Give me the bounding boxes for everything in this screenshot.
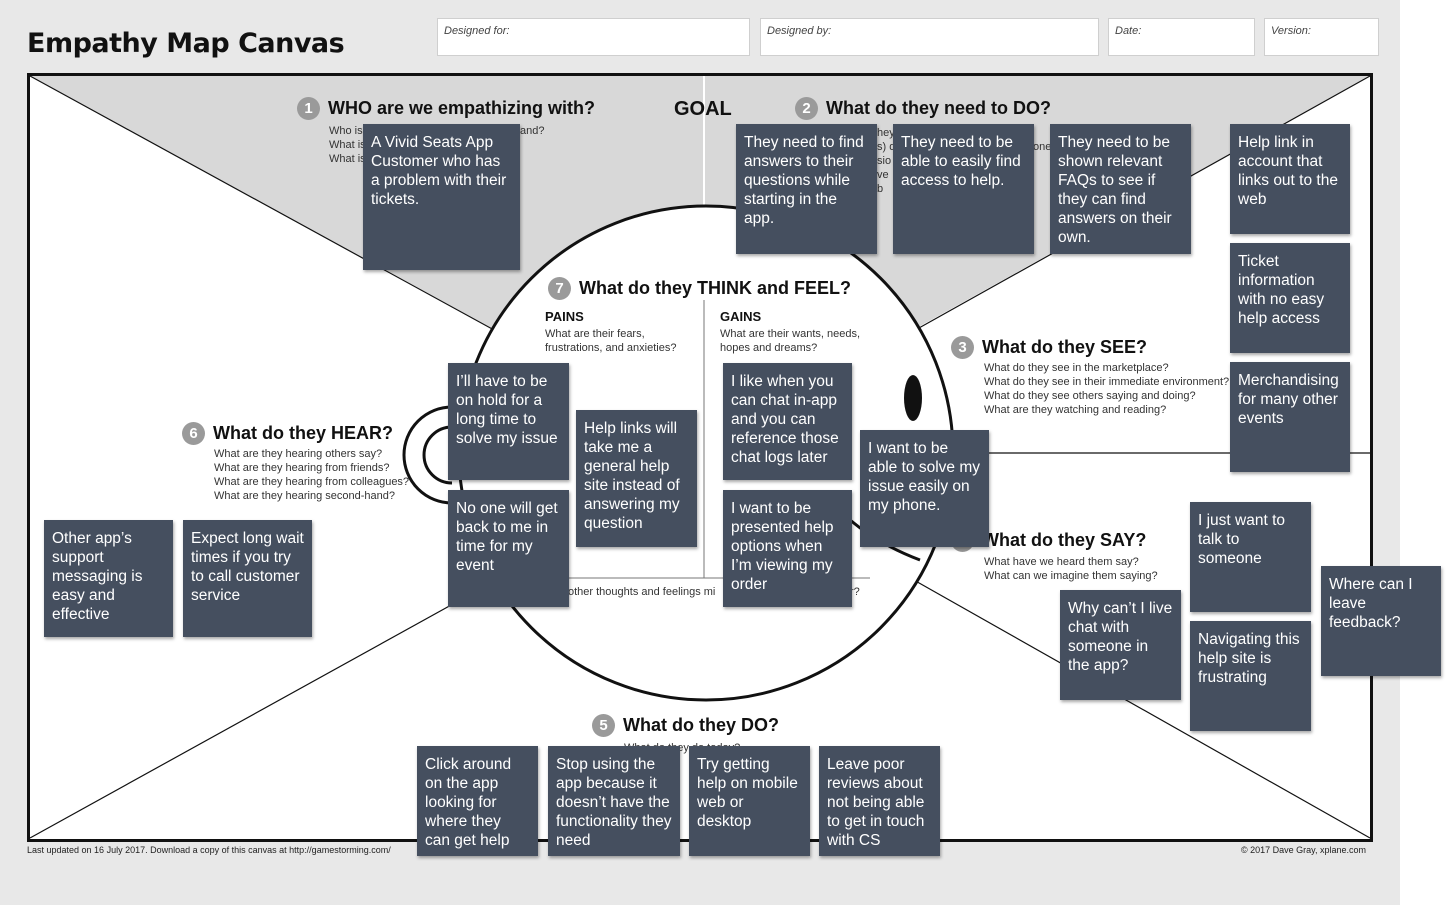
other-thoughts-fragment: other thoughts and feelings mi <box>568 586 716 598</box>
version-field[interactable]: Version: <box>1264 18 1379 56</box>
section-do-title: What do they DO? <box>623 715 779 735</box>
who-question-fragments: Who is What is What is <box>329 124 369 166</box>
section-need-title: What do they need to DO? <box>826 98 1051 118</box>
ear-outer <box>402 405 453 505</box>
section-think-feel: 7 What do they THINK and FEEL? <box>548 277 851 300</box>
section-who-title: WHO are we empathizing with? <box>328 98 596 118</box>
sticky-note-pain-2[interactable]: Help links will take me a general help s… <box>576 410 697 547</box>
sticky-note-pain-3[interactable]: No one will get back to me in time for m… <box>448 490 569 607</box>
hear-q2: What are they hearing from friends? <box>214 462 390 474</box>
gains-heading: GAINS <box>720 309 762 324</box>
sticky-note-who[interactable]: A Vivid Seats App Customer who has a pro… <box>363 124 520 270</box>
section-who-number: 1 <box>297 97 320 120</box>
need-frag1: hey <box>877 127 895 139</box>
section-say-title: What do they SAY? <box>982 530 1147 550</box>
who-q2: What is <box>329 139 366 151</box>
sticky-note-see-3[interactable]: Merchandising for many other events <box>1230 362 1350 472</box>
section-see-title: What do they SEE? <box>982 337 1148 357</box>
sticky-note-need-3[interactable]: They need to be shown relevant FAQs to s… <box>1050 124 1191 254</box>
section-hear-number: 6 <box>182 422 205 445</box>
see-questions: What do they see in the marketplace? Wha… <box>984 361 1234 417</box>
section-see: 3 What do they SEE? <box>951 336 1147 359</box>
sticky-note-say-4[interactable]: Navigating this help site is frustrating <box>1190 621 1311 731</box>
section-see-number: 3 <box>951 336 974 359</box>
say-q2: What can we imagine them saying? <box>984 570 1158 582</box>
date-label: Date: <box>1115 25 1142 37</box>
sticky-note-gain-1[interactable]: I like when you can chat in-app and you … <box>723 363 852 480</box>
gains-description: What are their wants, needs, hopes and d… <box>720 328 861 354</box>
sticky-note-say-2[interactable]: Where can I leave feedback? <box>1321 566 1441 676</box>
sticky-note-need-2[interactable]: They need to be able to easily find acce… <box>893 124 1034 254</box>
section-think-number: 7 <box>548 277 571 300</box>
section-who: 1 WHO are we empathizing with? <box>297 97 595 120</box>
section-do-number: 5 <box>592 714 615 737</box>
who-q1-tail: and? <box>520 125 545 137</box>
section-hear-title: What do they HEAR? <box>213 423 393 443</box>
need-frag4: ve b <box>877 169 889 195</box>
sticky-note-do-2[interactable]: Stop using the app because it doesn’t ha… <box>548 746 680 856</box>
date-field[interactable]: Date: <box>1108 18 1255 56</box>
section-hear: 6 What do they HEAR? <box>182 422 393 445</box>
sticky-note-do-4[interactable]: Leave poor reviews about not being able … <box>819 746 940 856</box>
sticky-note-say-3[interactable]: Why can’t I live chat with someone in th… <box>1060 590 1181 700</box>
see-q2: What do they see in their immediate envi… <box>984 376 1230 388</box>
footer-copyright: © 2017 Dave Gray, xplane.com <box>1241 845 1367 855</box>
hear-questions: What are they hearing others say? What a… <box>214 447 414 503</box>
hear-q3: What are they hearing from colleagues? <box>214 476 410 488</box>
hear-q4: What are they hearing second-hand? <box>214 490 396 502</box>
sticky-note-pain-1[interactable]: I’ll have to be on hold for a long time … <box>448 363 569 480</box>
pains-heading: PAINS <box>545 309 584 324</box>
hear-q1: What are they hearing others say? <box>214 448 383 460</box>
sticky-note-see-2[interactable]: Ticket information with no easy help acc… <box>1230 243 1350 353</box>
sticky-note-need-1[interactable]: They need to find answers to their quest… <box>736 124 877 254</box>
ear-inner <box>422 425 453 485</box>
section-do: 5 What do they DO? <box>592 714 779 737</box>
sticky-note-gain-3[interactable]: I want to be able to solve my issue easi… <box>860 430 989 547</box>
sticky-note-gain-2[interactable]: I want to be presented help options when… <box>723 490 852 607</box>
see-q1: What do they see in the marketplace? <box>984 362 1169 374</box>
sticky-note-see-1[interactable]: Help link in account that links out to t… <box>1230 124 1350 234</box>
sticky-note-say-1[interactable]: I just want to talk to someone <box>1190 502 1311 612</box>
say-questions: What have we heard them say? What can we… <box>984 555 1184 583</box>
see-q3: What do they see others saying and doing… <box>984 390 1196 402</box>
designed-for-field[interactable]: Designed for: <box>437 18 750 56</box>
section-think-title: What do they THINK and FEEL? <box>579 278 851 298</box>
need-frag5: one <box>1033 141 1052 153</box>
need-question-fragments: hey s) d sio ve b <box>877 126 897 196</box>
goal-label: GOAL <box>674 98 732 120</box>
section-need-number: 2 <box>795 97 818 120</box>
other-thoughts-tail: r? <box>850 586 860 598</box>
page-title: Empathy Map Canvas <box>27 28 345 59</box>
sticky-note-hear-2[interactable]: Expect long wait times if you try to cal… <box>183 520 312 637</box>
designed-for-label: Designed for: <box>444 25 510 37</box>
sticky-note-do-1[interactable]: Click around on the app looking for wher… <box>417 746 538 856</box>
designed-by-field[interactable]: Designed by: <box>760 18 1099 56</box>
eye <box>904 375 922 421</box>
need-frag3: sio <box>877 155 892 167</box>
sticky-note-do-3[interactable]: Try getting help on mobile web or deskto… <box>689 746 810 856</box>
footer-updated: Last updated on 16 July 2017. Download a… <box>27 845 391 855</box>
see-q4: What are they watching and reading? <box>984 404 1167 416</box>
who-q1: Who is <box>329 125 363 137</box>
section-need: 2 What do they need to DO? <box>795 97 1051 120</box>
pains-description: What are their fears, frustrations, and … <box>545 328 677 354</box>
version-label: Version: <box>1271 25 1311 37</box>
say-q1: What have we heard them say? <box>984 556 1139 568</box>
sticky-note-hear-1[interactable]: Other app’s support messaging is easy an… <box>44 520 173 637</box>
designed-by-label: Designed by: <box>767 25 832 37</box>
who-q3: What is <box>329 153 366 165</box>
need-frag2: s) d <box>877 141 896 153</box>
